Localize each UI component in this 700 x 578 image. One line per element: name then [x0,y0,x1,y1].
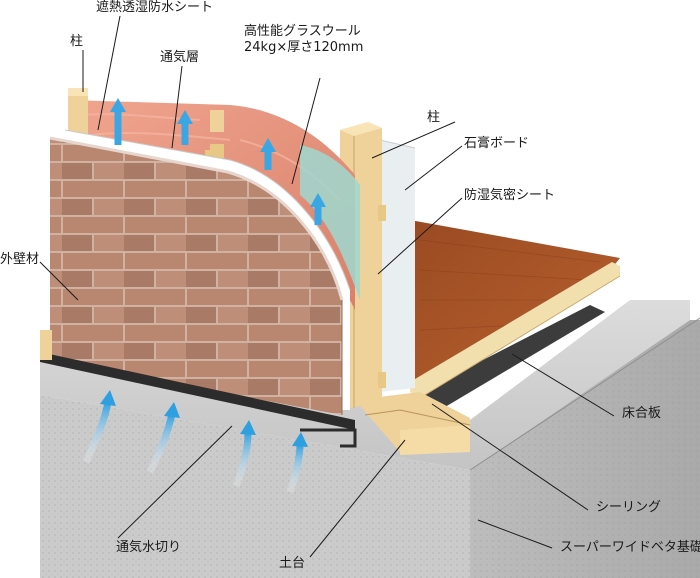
label-sheet: 遮熱透湿防水シート [96,0,214,15]
airflow-arrow-bottom-2 [146,413,176,474]
label-vent-layer: 通気層 [160,50,200,65]
label-exterior-wall: 外壁材 [0,252,40,267]
label-vent-drip: 通気水切り [116,540,182,555]
exterior-brick-wall [49,136,344,415]
label-pillar-right: 柱 [427,110,441,125]
label-foundation: スーパーワイドベタ基礎 [560,540,700,555]
label-insulation-line2: 24kg×厚さ120mm [244,40,364,55]
floor [410,220,621,410]
label-pillar-left: 柱 [70,34,84,49]
gypsum-board [379,139,416,392]
vent-drip-flashing [40,330,357,448]
pillar-left [68,88,224,164]
label-floor-board: 床合板 [622,406,662,421]
label-sealing: シーリング [596,500,662,515]
label-insulation-line1: 高性能グラスウール [244,24,361,39]
airflow-arrows [82,98,326,494]
foundation [40,300,700,578]
label-vapor-barrier: 防湿気密シート [464,188,556,203]
foundation-top [40,300,690,470]
floor-board [410,220,620,385]
airflow-arrow-bottom-3 [232,431,252,488]
airflow-arrow-bottom-1 [82,401,112,464]
label-gypsum-board: 石膏ボード [464,136,530,151]
sill-beam [355,392,471,455]
leader-lines [39,15,615,558]
floor-plywood-edge [410,262,620,398]
label-sill: 土台 [279,556,306,571]
airflow-arrow-bottom-4 [286,443,304,494]
floor-dark-slab [415,305,605,410]
